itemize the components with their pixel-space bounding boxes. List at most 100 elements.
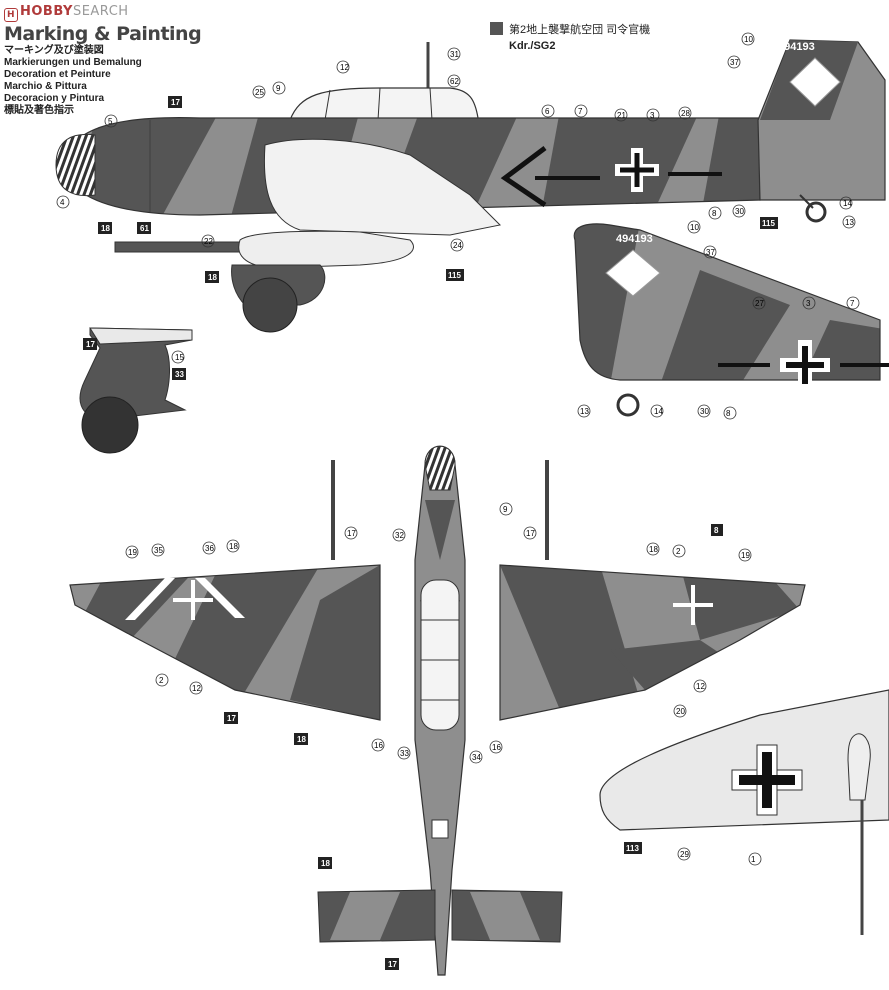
logo-suffix: SEARCH bbox=[72, 4, 129, 19]
callout-34: 34 bbox=[472, 753, 481, 762]
subtitle-it: Marchio & Pittura bbox=[4, 81, 87, 92]
callout-19b: 19 bbox=[741, 551, 750, 560]
sq-115-tailwheel: 115 bbox=[762, 219, 775, 228]
subtitle-jp: マーキング及び塗装図 bbox=[4, 45, 104, 56]
callout-top-16a: 16 bbox=[374, 741, 383, 750]
callout-8: 8 bbox=[712, 209, 717, 218]
callout-9: 9 bbox=[276, 84, 281, 93]
sq-18-top: 18 bbox=[297, 735, 306, 744]
callout-tail-14: 14 bbox=[654, 407, 663, 416]
callout-29: 29 bbox=[680, 850, 689, 859]
callout-top-9: 9 bbox=[503, 505, 508, 514]
spinner-stripes bbox=[55, 133, 96, 197]
side-view: 494193 bbox=[55, 39, 886, 333]
cannon-pod bbox=[238, 230, 414, 269]
fuselage-band bbox=[431, 819, 449, 839]
canopy bbox=[289, 87, 479, 121]
sq-17-wheel: 17 bbox=[86, 340, 95, 349]
sq-18-tailplane: 18 bbox=[321, 859, 330, 868]
sq-115-side: 115 bbox=[448, 271, 461, 280]
callout-tail-8: 8 bbox=[726, 409, 731, 418]
subtitle-de: Markierungen und Bemalung bbox=[4, 57, 142, 68]
sq-18-side: 18 bbox=[101, 224, 110, 233]
sq-61: 61 bbox=[140, 224, 149, 233]
balkenkreuz-tail bbox=[780, 340, 830, 390]
callout-top-18b: 18 bbox=[649, 545, 658, 554]
callout-32: 32 bbox=[395, 531, 404, 540]
callout-37: 37 bbox=[730, 58, 739, 67]
sq-17-top: 17 bbox=[227, 714, 236, 723]
unit-jp-name: 第2地上襲撃航空団 司令官機 bbox=[509, 24, 651, 36]
callout-21: 21 bbox=[617, 111, 626, 120]
balkenkreuz-side bbox=[615, 148, 659, 192]
callout-14: 14 bbox=[843, 199, 852, 208]
callout-labels: 31 62 12 25 9 6 7 21 3 28 10 37 5 4 22 2… bbox=[60, 35, 855, 864]
logo-icon: H bbox=[4, 8, 18, 22]
callout-top-17b: 17 bbox=[526, 529, 535, 538]
callout-tail-10: 10 bbox=[690, 223, 699, 232]
wheel-detail bbox=[79, 327, 193, 454]
canopy-top bbox=[420, 579, 460, 731]
callout-6: 6 bbox=[545, 107, 550, 116]
top-view bbox=[69, 445, 806, 976]
callout-24: 24 bbox=[453, 241, 462, 250]
sq-17-tailplane: 17 bbox=[388, 960, 397, 969]
callout-62: 62 bbox=[450, 77, 459, 86]
callout-top-33: 33 bbox=[400, 749, 409, 758]
page-title: Marking & Painting bbox=[4, 23, 202, 45]
right-wing bbox=[499, 564, 806, 721]
callout-tail-30: 30 bbox=[700, 407, 709, 416]
balkenkreuz-right-wing bbox=[673, 585, 713, 625]
callout-22: 22 bbox=[204, 237, 213, 246]
subtitle-cn: 標貼及著色指示 bbox=[4, 105, 74, 116]
left-wing bbox=[69, 564, 381, 721]
callout-36: 36 bbox=[205, 544, 214, 553]
sq-8-top: 8 bbox=[714, 526, 719, 535]
square-callouts: 17 18 61 18 115 115 17 33 8 17 18 113 18… bbox=[83, 96, 778, 970]
underwing-bomb bbox=[847, 733, 871, 801]
callout-top-2a: 2 bbox=[676, 547, 681, 556]
subtitle-es: Decoracion y Pintura bbox=[4, 93, 105, 104]
underside-detail bbox=[599, 689, 889, 935]
callout-7: 7 bbox=[578, 107, 583, 116]
fin-white-diamond bbox=[789, 57, 841, 107]
callout-tail-13: 13 bbox=[580, 407, 589, 416]
callout-30: 30 bbox=[735, 207, 744, 216]
tail-view-wheel bbox=[616, 393, 640, 417]
callout-20: 20 bbox=[676, 707, 685, 716]
callout-top-12b: 12 bbox=[696, 682, 705, 691]
callout-top-12a: 12 bbox=[192, 684, 201, 693]
callout-28: 28 bbox=[681, 109, 690, 118]
callout-35: 35 bbox=[154, 546, 163, 555]
callout-27: 27 bbox=[755, 299, 764, 308]
callout-tail-7: 7 bbox=[850, 299, 855, 308]
callout-13: 13 bbox=[845, 218, 854, 227]
sq-113: 113 bbox=[626, 844, 639, 853]
sq-33: 33 bbox=[175, 370, 184, 379]
balkenkreuz-left-wing bbox=[173, 580, 213, 620]
callout-19a: 19 bbox=[128, 548, 137, 557]
subtitle-fr: Decoration et Peinture bbox=[4, 69, 111, 80]
callout-top-18a: 18 bbox=[229, 542, 238, 551]
callout-top-2b: 2 bbox=[159, 676, 164, 685]
commander-chevron bbox=[500, 146, 547, 208]
unit-color-swatch bbox=[490, 22, 503, 35]
unit-block: 第2地上襲撃航空団 司令官機 Kdr./SG2 bbox=[490, 20, 650, 52]
tail-outline bbox=[573, 223, 881, 381]
logo-prefix: HOBBY bbox=[20, 4, 73, 19]
callout-top-16b: 16 bbox=[492, 743, 501, 752]
callout-12: 12 bbox=[340, 63, 349, 72]
tail-code-side: 494193 bbox=[778, 41, 815, 53]
balkenkreuz-underside bbox=[731, 744, 803, 816]
unit-name: Kdr./SG2 bbox=[509, 40, 556, 52]
spinner-top bbox=[424, 445, 456, 491]
callout-3: 3 bbox=[650, 111, 655, 120]
callout-tail-3: 3 bbox=[806, 299, 811, 308]
callout-1: 1 bbox=[751, 855, 756, 864]
callout-31: 31 bbox=[450, 50, 459, 59]
wheel-detail-tire bbox=[81, 396, 139, 454]
callout-25: 25 bbox=[255, 88, 264, 97]
